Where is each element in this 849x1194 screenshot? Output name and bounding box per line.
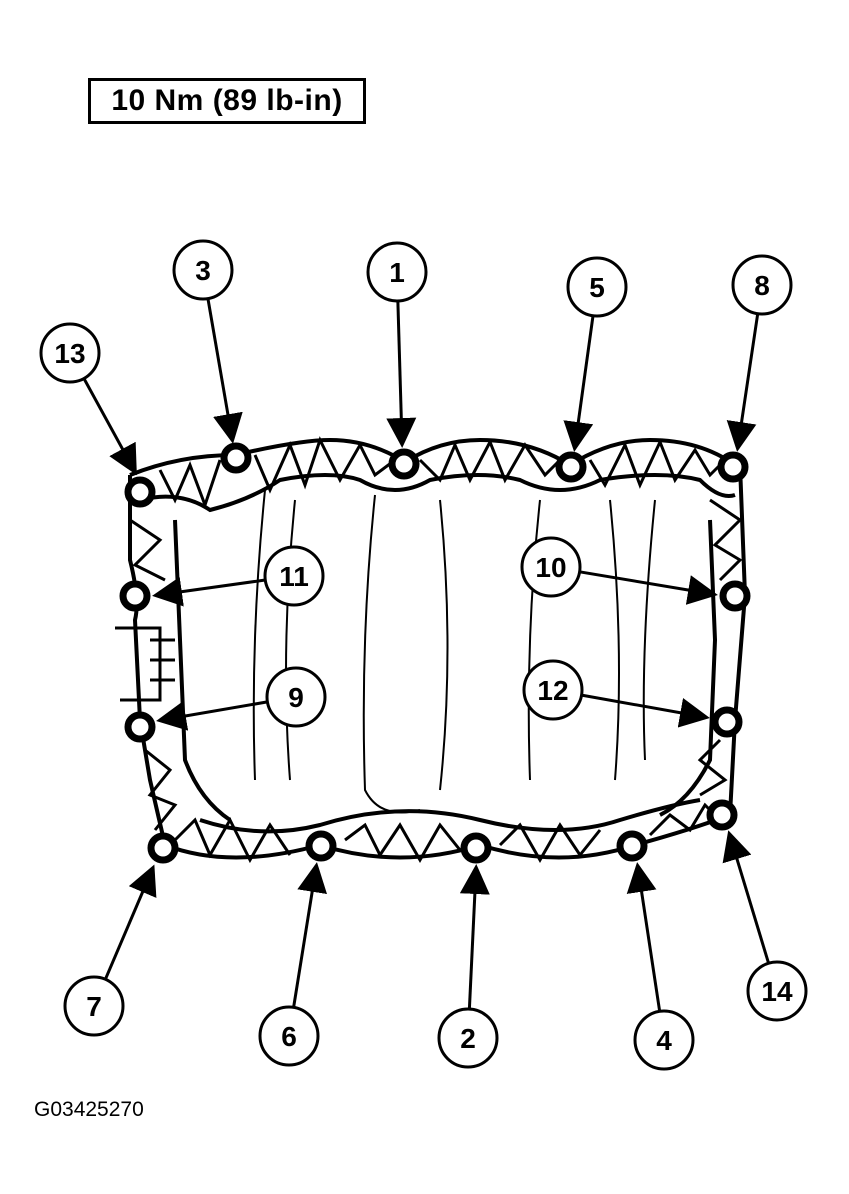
runner-lines xyxy=(252,489,656,814)
bolt-7 xyxy=(147,832,179,864)
callout-circle-2 xyxy=(437,1007,499,1069)
callout-circle-13 xyxy=(39,322,101,384)
callout-number-2: 2 xyxy=(460,1023,476,1054)
bolt-2 xyxy=(460,832,492,864)
callout-number-8: 8 xyxy=(754,270,770,301)
callout-number-13: 13 xyxy=(54,338,85,369)
bolt-6 xyxy=(305,830,337,862)
bolt-14 xyxy=(706,799,738,831)
leader-arrow-12 xyxy=(581,693,710,728)
callout-circle-12 xyxy=(522,659,584,721)
leader-arrow-8 xyxy=(726,313,760,452)
callout-number-11: 11 xyxy=(279,561,309,592)
bolt-4 xyxy=(616,830,648,862)
callout-number-9: 9 xyxy=(288,682,304,713)
leader-arrow-1 xyxy=(386,300,417,448)
callout-number-5: 5 xyxy=(589,272,605,303)
callout-circle-10 xyxy=(520,536,582,598)
bolt-holes xyxy=(119,442,751,864)
leader-arrow-14 xyxy=(722,830,771,964)
callout-circle-14 xyxy=(746,960,808,1022)
callout-circle-5 xyxy=(566,256,628,318)
callout-circle-6 xyxy=(258,1005,320,1067)
side-truss xyxy=(115,498,743,831)
manifold-body xyxy=(128,437,748,860)
callout-number-3: 3 xyxy=(195,255,211,286)
torque-spec-label: 10 Nm (89 lb-in) xyxy=(88,78,366,124)
callout-number-1: 1 xyxy=(389,257,405,288)
bolt-13 xyxy=(124,476,156,508)
figure-id: G03425270 xyxy=(34,1098,144,1121)
callout-circle-8 xyxy=(731,254,793,316)
callout-circle-9 xyxy=(265,666,327,728)
callout-number-14: 14 xyxy=(761,976,793,1007)
leader-arrow-6 xyxy=(292,862,328,1008)
callout-number-4: 4 xyxy=(656,1025,672,1056)
top-truss xyxy=(158,436,727,510)
callout-circle-1 xyxy=(366,241,428,303)
bolt-8 xyxy=(717,451,749,483)
callout-number-10: 10 xyxy=(535,552,566,583)
callout-number-7: 7 xyxy=(86,991,102,1022)
leader-arrow-4 xyxy=(626,862,662,1012)
leader-arrow-11 xyxy=(152,576,266,607)
leader-arrow-10 xyxy=(579,570,718,605)
bolt-12 xyxy=(711,706,743,738)
bolt-5 xyxy=(555,451,587,483)
bolt-9 xyxy=(124,711,156,743)
callout-circle-3 xyxy=(172,239,234,301)
callout-circle-4 xyxy=(633,1009,695,1071)
callout-number-12: 12 xyxy=(537,675,568,706)
bolt-11 xyxy=(119,580,151,612)
leader-arrow-9 xyxy=(156,700,268,731)
leader-arrow-13 xyxy=(82,377,137,476)
leader-arrow-2 xyxy=(459,864,490,1010)
leader-arrow-5 xyxy=(563,315,595,452)
bolt-3 xyxy=(220,442,252,474)
bolt-1 xyxy=(388,448,420,480)
callout-number-6: 6 xyxy=(281,1021,297,1052)
leader-arrow-3 xyxy=(206,298,243,444)
callout-circle-7 xyxy=(63,975,125,1037)
leader-arrow-7 xyxy=(103,864,157,980)
callout-circle-11 xyxy=(263,545,325,607)
bolt-10 xyxy=(719,580,751,612)
